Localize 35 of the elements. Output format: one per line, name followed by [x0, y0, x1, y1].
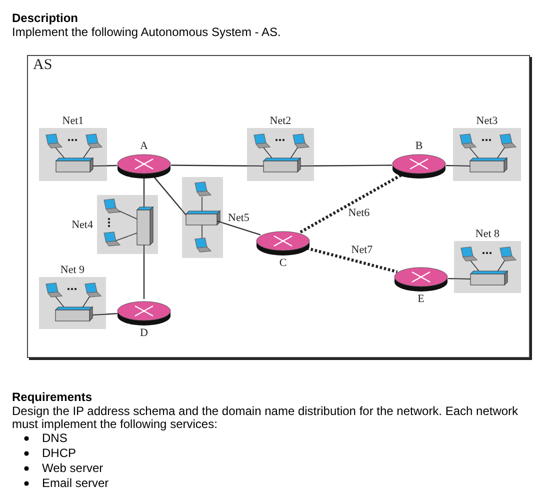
network-label: Net1 [62, 115, 84, 127]
list-item: Email server [42, 477, 109, 490]
router-label: D [140, 327, 148, 339]
link-line [143, 254, 145, 299]
network-label: Net4 [72, 218, 93, 230]
link-line [448, 278, 454, 280]
requirements-text: Design the IP address schema and the domain name distribution for the network. Each network must implement the following services: [12, 405, 520, 431]
link-line [314, 164, 392, 166]
list-item: DHCP [42, 447, 76, 460]
section-heading: Requirements [12, 391, 92, 404]
edge-label: Net6 [347, 206, 371, 218]
network-label: Net5 [228, 212, 250, 224]
router-label: A [140, 140, 148, 152]
edge-label: Net7 [350, 244, 374, 256]
router-label: B [415, 140, 423, 152]
area-label: AS [33, 57, 52, 74]
dotted-link-line [300, 174, 402, 234]
network-label: Net 9 [60, 264, 85, 276]
network-label: Net2 [270, 115, 292, 127]
dotted-link-line [306, 246, 398, 274]
link-line [222, 222, 261, 236]
link-line [143, 178, 145, 195]
network-label: Net 8 [475, 228, 500, 240]
link-line [106, 164, 118, 166]
list-item: Web server [42, 462, 104, 475]
link-line [170, 164, 247, 166]
network-area [27, 55, 530, 358]
router-label: E [418, 293, 424, 305]
router-label: C [279, 257, 287, 269]
description-text: Implement the following Autonomous System - AS. [12, 26, 281, 39]
link-line [154, 176, 182, 211]
network-label: Net3 [476, 115, 498, 127]
list-item: DNS [42, 432, 68, 445]
link-line [106, 312, 118, 315]
section-heading: Description [12, 12, 78, 25]
